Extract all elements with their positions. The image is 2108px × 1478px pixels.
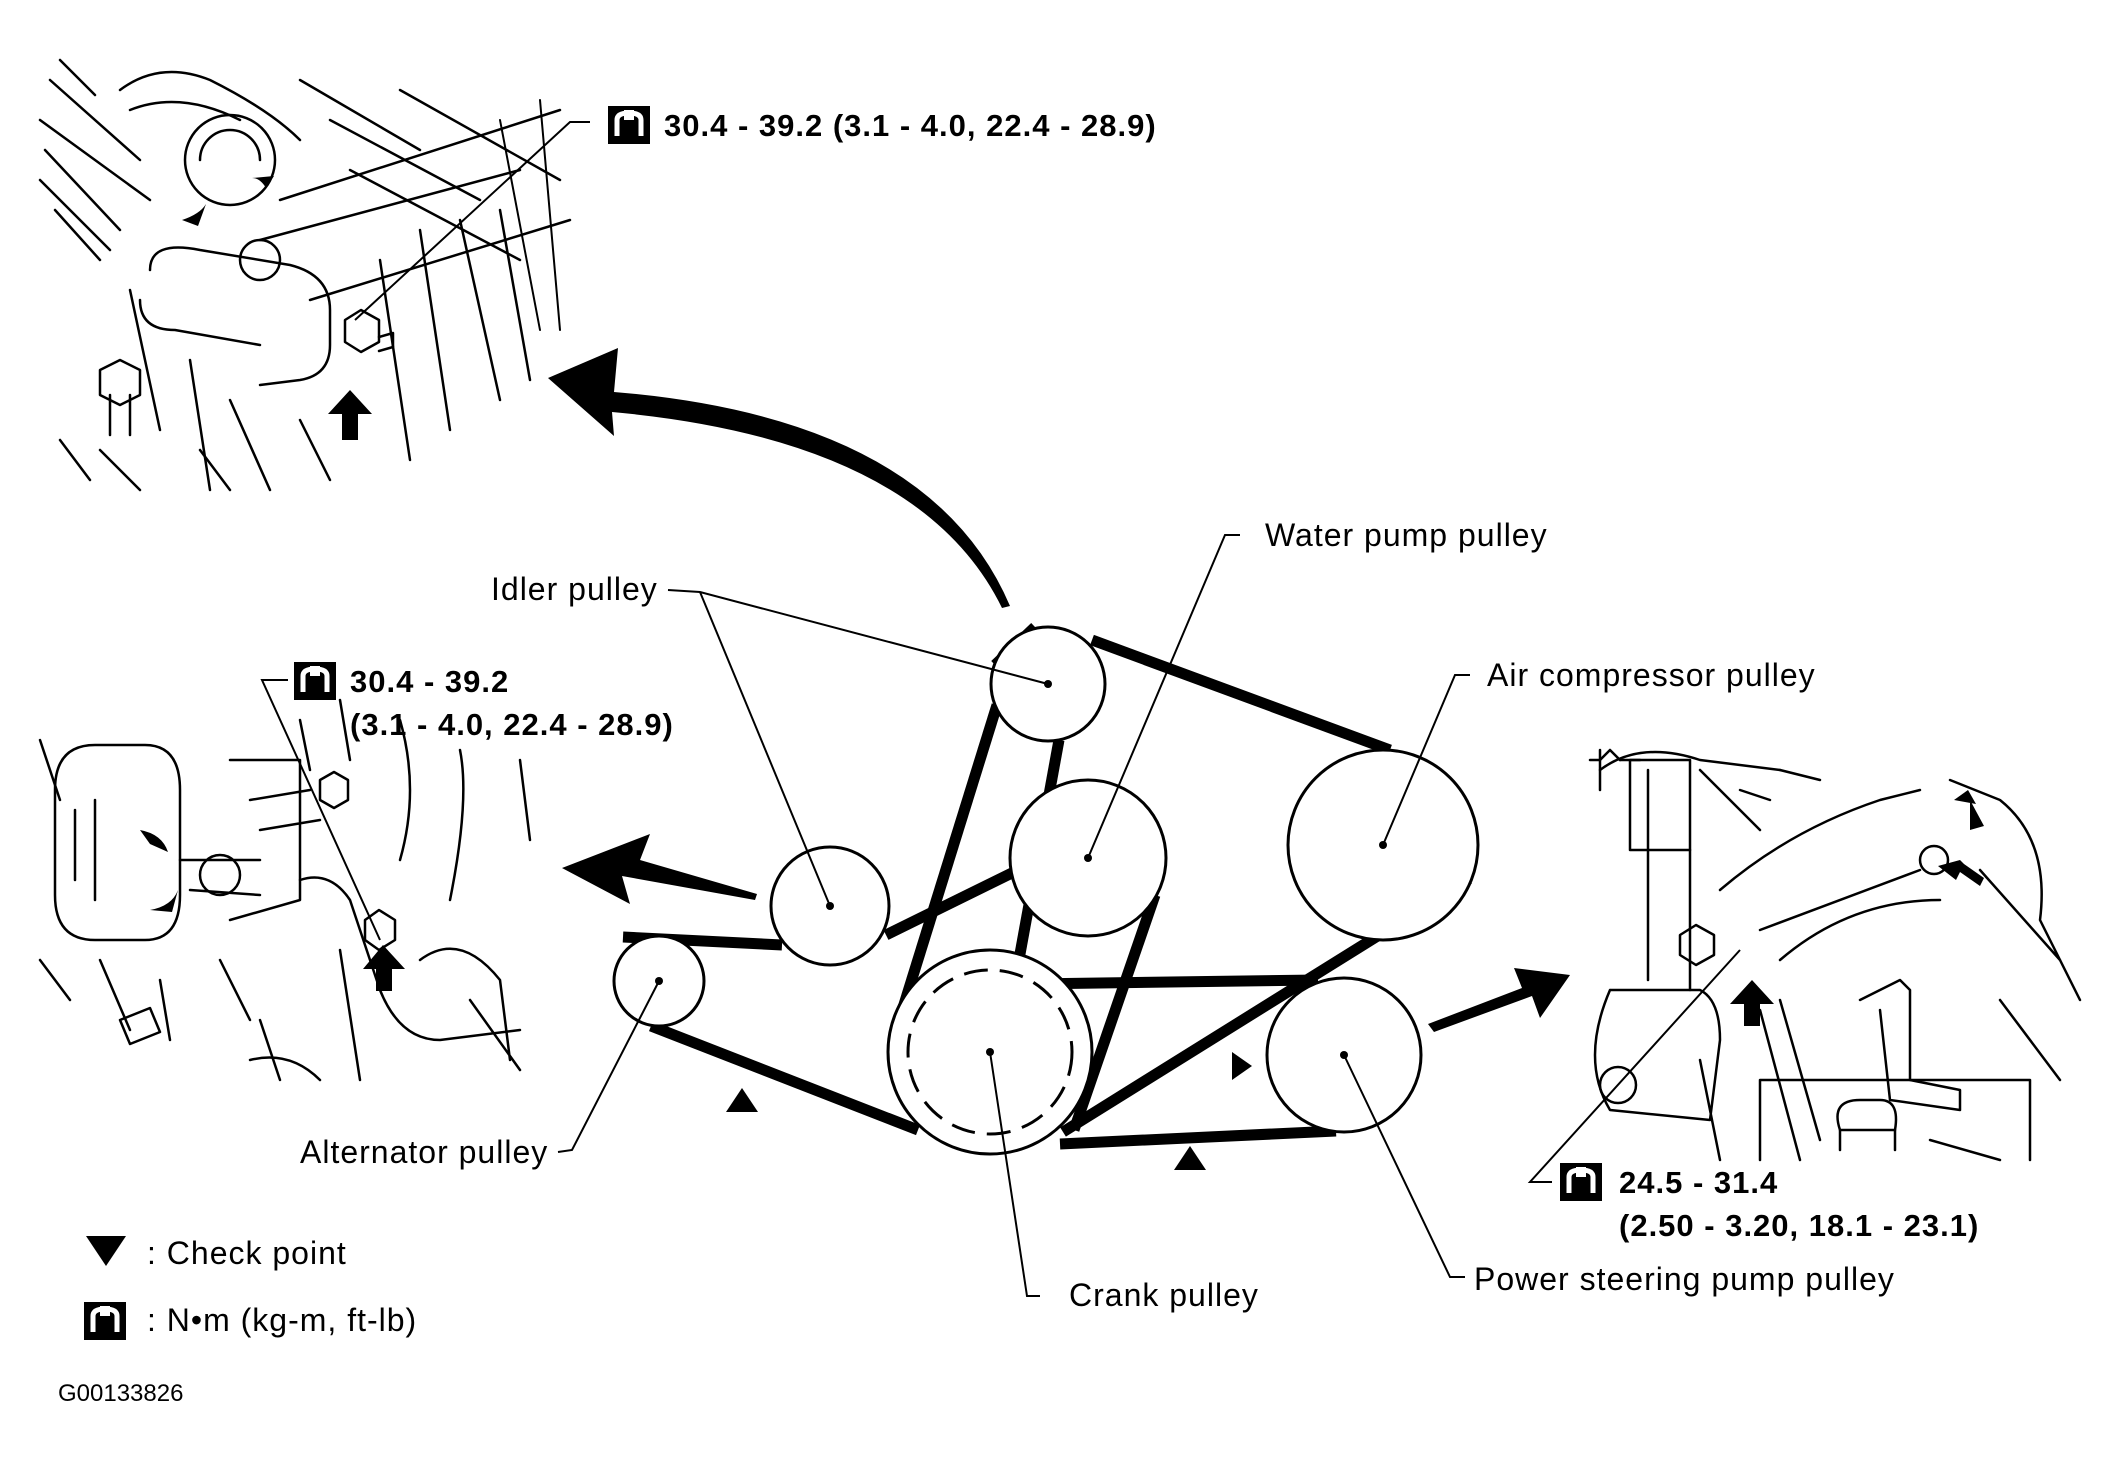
label-crank-pulley: Crank pulley: [1069, 1277, 1259, 1313]
torque-wrench-icon: [84, 1302, 126, 1340]
belt-segment: [1059, 1125, 1337, 1150]
check-point-triangle-icon: [1232, 1052, 1252, 1080]
arrow-to-left-detail: [562, 834, 757, 904]
check-point-triangle-icon: [86, 1236, 126, 1266]
legend-check-point: : Check point: [147, 1235, 347, 1271]
label-alternator-pulley: Alternator pulley: [300, 1134, 548, 1170]
label-idler-pulley: Idler pulley: [491, 571, 658, 607]
torque-value-left-line2: (3.1 - 4.0, 22.4 - 28.9): [350, 707, 674, 742]
arrow-to-top-detail: [548, 348, 1010, 608]
torque-wrench-icon: [294, 662, 336, 700]
detail-sketch-right: [1588, 748, 2082, 1162]
callout-labels: Water pump pulley Idler pulley Air compr…: [300, 517, 1895, 1313]
belt-segment: [1029, 974, 1319, 990]
check-point-triangle-icon: [726, 1088, 758, 1112]
crank-pulley-inner-ring: [906, 968, 1074, 1136]
belt-segment: [1090, 634, 1392, 756]
torque-value-right-line1: 24.5 - 31.4: [1619, 1165, 1778, 1200]
legend-unit: : N•m (kg-m, ft-lb): [147, 1302, 417, 1338]
pointer-arrows: [548, 348, 1570, 1032]
detail-sketch-left: [38, 698, 532, 1082]
check-point-triangle-icon: [1174, 1146, 1206, 1170]
torque-spec-right: 24.5 - 31.4 (2.50 - 3.20, 18.1 - 23.1): [1560, 1163, 1979, 1243]
label-air-compressor-pulley: Air compressor pulley: [1487, 657, 1816, 693]
leader-lines: [260, 121, 1741, 1297]
torque-wrench-icon: [1560, 1163, 1602, 1201]
belt-segment: [649, 1020, 920, 1136]
torque-spec-left: 30.4 - 39.2 (3.1 - 4.0, 22.4 - 28.9): [294, 662, 674, 742]
check-point-markers: [726, 1052, 1252, 1170]
torque-value-right-line2: (2.50 - 3.20, 18.1 - 23.1): [1619, 1208, 1979, 1243]
torque-spec-top: 30.4 - 39.2 (3.1 - 4.0, 22.4 - 28.9): [608, 106, 1157, 144]
label-power-steering-pump-pulley: Power steering pump pulley: [1474, 1261, 1895, 1297]
detail-sketch-top-left: [38, 58, 572, 492]
belt-segment: [887, 703, 1003, 1042]
label-water-pump-pulley: Water pump pulley: [1265, 517, 1548, 553]
torque-value-left-line1: 30.4 - 39.2: [350, 664, 509, 699]
drive-belt: [622, 623, 1472, 1150]
torque-value-top: 30.4 - 39.2 (3.1 - 4.0, 22.4 - 28.9): [664, 108, 1157, 143]
torque-wrench-icon: [608, 106, 650, 144]
legend: : Check point : N•m (kg-m, ft-lb): [84, 1235, 417, 1340]
belt-segment: [883, 862, 1027, 940]
belt-segment: [1068, 893, 1161, 1132]
arrow-to-right-detail: [1428, 968, 1570, 1032]
figure-id: G00133826: [58, 1380, 183, 1407]
